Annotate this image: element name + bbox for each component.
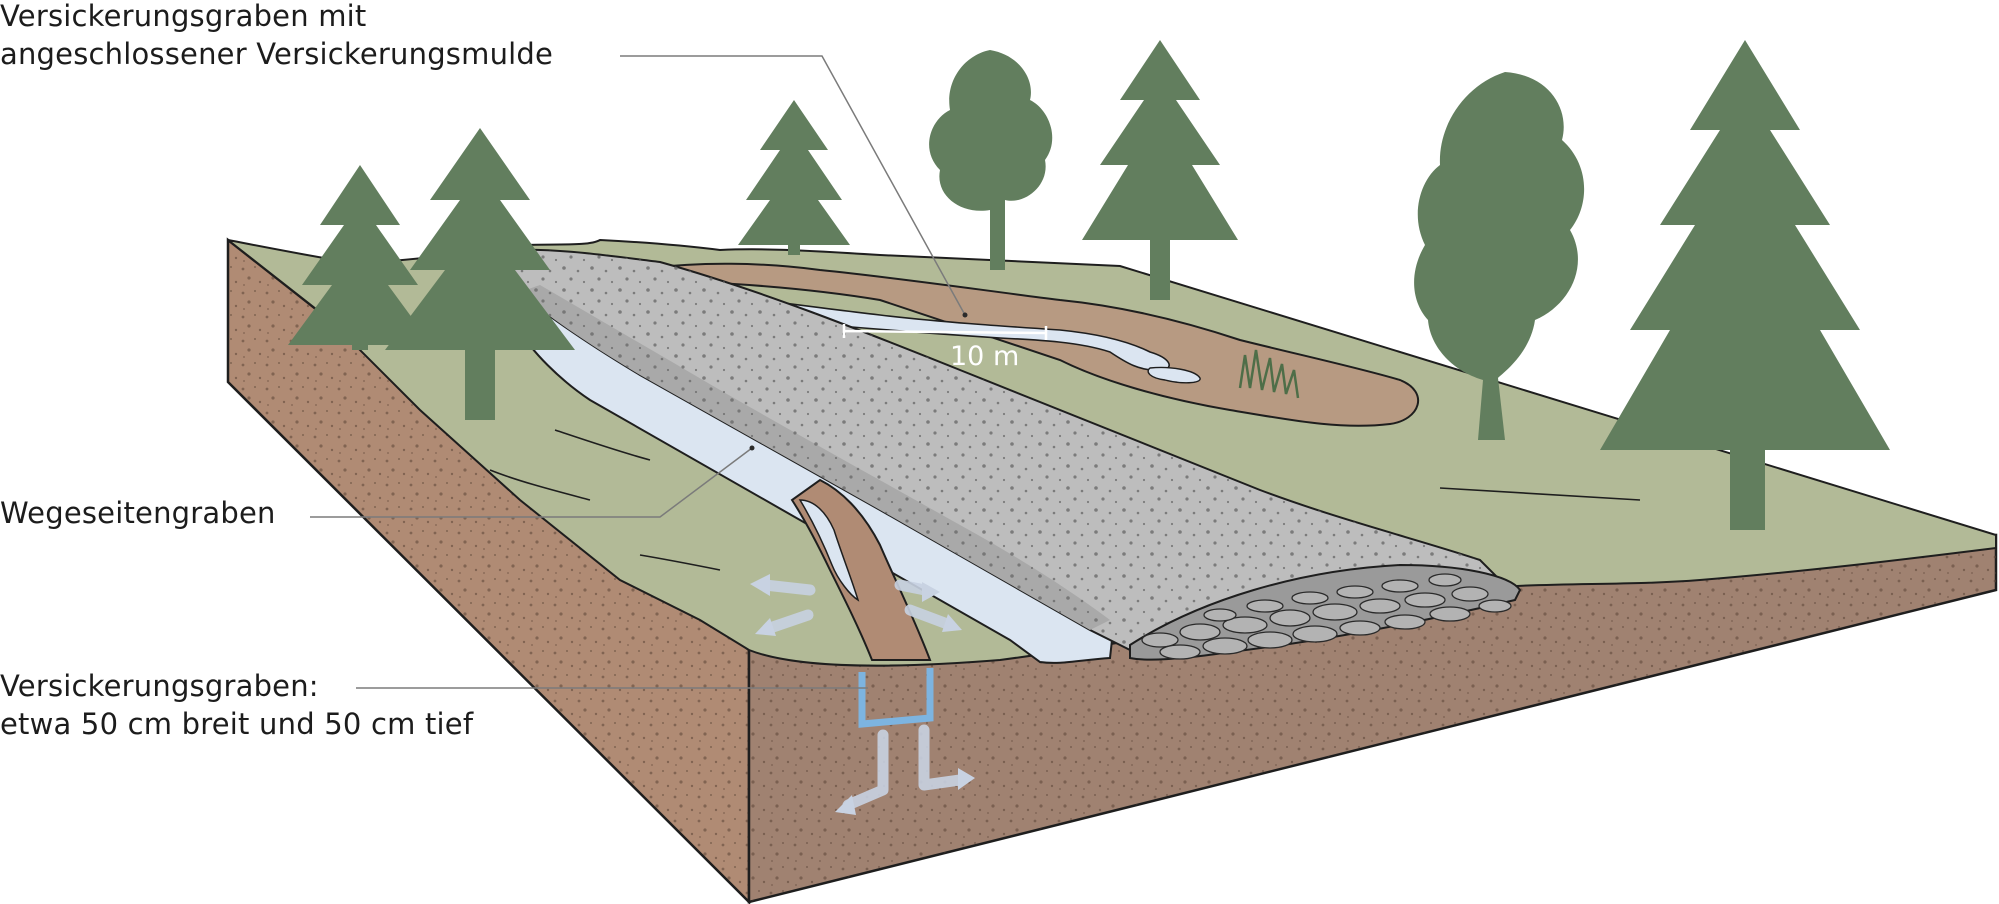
- scale-bar: [842, 324, 1048, 340]
- deciduous-tree-icon: [1414, 72, 1585, 440]
- trench-water: [798, 499, 860, 602]
- label-infiltration-trench-with-basin: Versickerungsgraben mit angeschlossener …: [0, 0, 553, 73]
- label-infiltration-trench-dimensions: Versickerungsgraben: etwa 50 cm breit un…: [0, 667, 473, 743]
- scale-bar-label: 10 m: [950, 341, 1020, 372]
- label-infiltration-trench-with-basin-line2: angeschlossener Versickerungsmulde: [0, 37, 554, 71]
- label-infiltration-trench-dimensions-line1: Versickerungsgraben:: [0, 669, 319, 703]
- conifer-tree-icon: [738, 100, 850, 255]
- label-side-ditch-text: Wegeseitengraben: [0, 496, 276, 530]
- seepage-arrowheads: [750, 574, 975, 815]
- label-infiltration-trench-with-basin-line1: Versickerungsgraben mit: [0, 0, 367, 33]
- conifer-tree-icon: [1082, 40, 1238, 300]
- gravel-road-texture: [510, 249, 1510, 650]
- conifer-tree-icon: [1600, 40, 1890, 530]
- conifer-tree-icon: [288, 165, 432, 350]
- soil-left-face-dots: [228, 240, 749, 902]
- label-infiltration-trench-dimensions-line2: etwa 50 cm breit und 50 cm tief: [0, 707, 474, 741]
- road-stones: [1141, 573, 1512, 660]
- seepage-arrows: [759, 579, 966, 811]
- grass-tuft-icon: [1238, 349, 1300, 399]
- deciduous-tree-icon: [929, 50, 1053, 270]
- infiltration-water-pool: [1147, 366, 1201, 384]
- trench-cross-section: [858, 668, 934, 728]
- conifer-tree-icon: [385, 128, 575, 420]
- label-side-ditch: Wegeseitengraben: [0, 494, 276, 532]
